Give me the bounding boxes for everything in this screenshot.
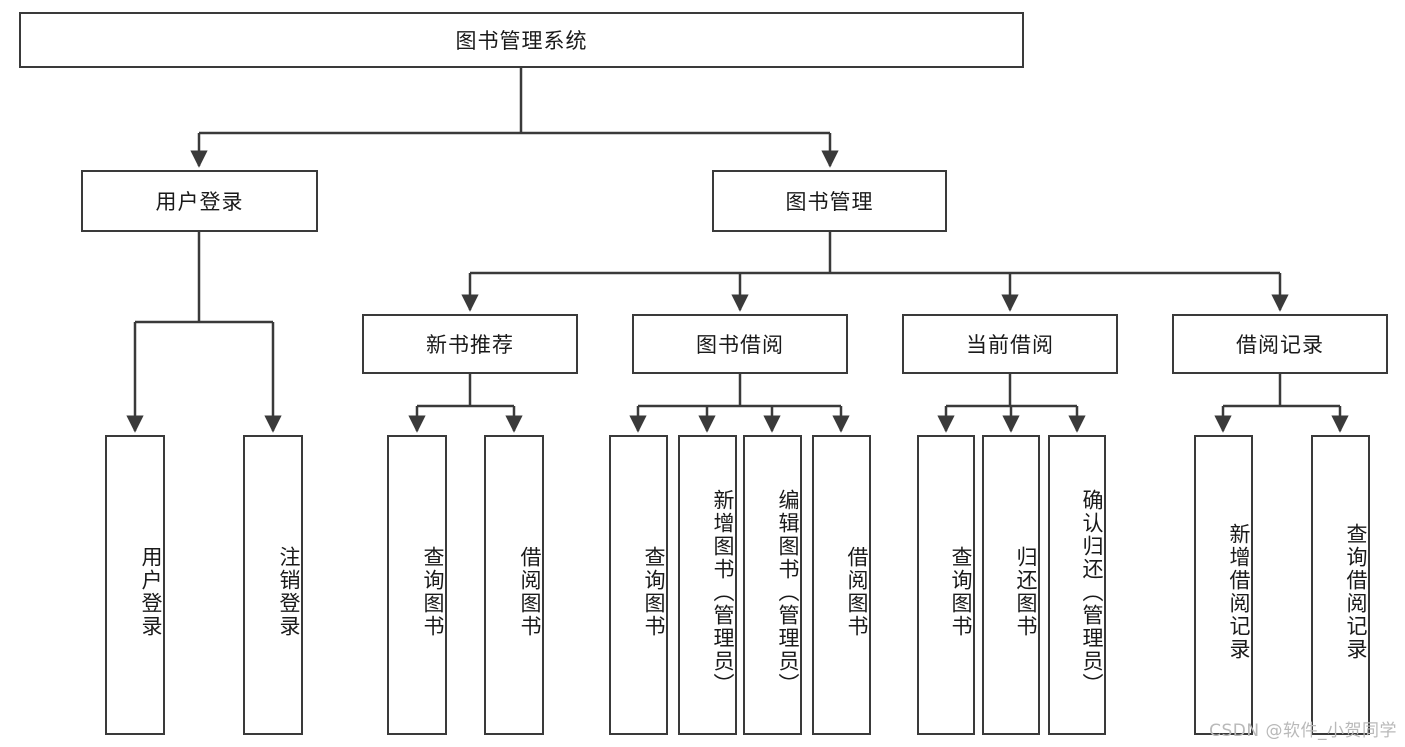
node-user-login-label: 用户登录 [155,190,244,214]
node-borrow-record[interactable]: 借阅记录 [1172,314,1388,374]
node-user-login[interactable]: 用户登录 [81,170,318,232]
leaf-edit-book-label: 编辑图书（管理员） [776,488,800,696]
node-book-manage[interactable]: 图书管理 [712,170,947,232]
leaf-query-record[interactable]: 查询借阅记录 [1311,435,1370,735]
node-borrow-record-label: 借阅记录 [1236,333,1324,357]
leaf-query-record-label: 查询借阅记录 [1344,523,1368,661]
leaf-add-book[interactable]: 新增图书（管理员） [678,435,737,735]
leaf-query-book-3-label: 查询图书 [949,546,973,638]
node-book-borrow-label: 图书借阅 [696,333,784,357]
node-new-book-recommend-label: 新书推荐 [426,333,514,357]
leaf-confirm-return-label: 确认归还（管理员） [1080,488,1104,696]
leaf-add-record-label: 新增借阅记录 [1227,523,1251,661]
leaf-borrow-book-1-label: 借阅图书 [518,546,542,638]
node-root-label: 图书管理系统 [455,29,588,53]
leaf-query-book-3[interactable]: 查询图书 [917,435,975,735]
leaf-query-book-1-label: 查询图书 [421,546,445,638]
leaf-logout-login[interactable]: 注销登录 [243,435,303,735]
node-current-borrow[interactable]: 当前借阅 [902,314,1118,374]
node-book-borrow[interactable]: 图书借阅 [632,314,848,374]
leaf-borrow-book-2-label: 借阅图书 [845,546,869,638]
node-book-manage-label: 图书管理 [785,190,874,214]
leaf-query-book-2-label: 查询图书 [642,546,666,638]
leaf-return-book[interactable]: 归还图书 [982,435,1040,735]
leaf-query-book-2[interactable]: 查询图书 [609,435,668,735]
leaf-return-book-label: 归还图书 [1014,546,1038,638]
csdn-watermark: CSDN @软件_小贺同学 [1209,721,1397,741]
leaf-add-record[interactable]: 新增借阅记录 [1194,435,1253,735]
leaf-borrow-book-1[interactable]: 借阅图书 [484,435,544,735]
node-root[interactable]: 图书管理系统 [19,12,1024,68]
leaf-logout-login-label: 注销登录 [277,546,301,638]
leaf-user-login-label: 用户登录 [139,546,163,638]
node-current-borrow-label: 当前借阅 [966,333,1054,357]
leaf-confirm-return[interactable]: 确认归还（管理员） [1048,435,1106,735]
leaf-add-book-label: 新增图书（管理员） [711,488,735,696]
node-new-book-recommend[interactable]: 新书推荐 [362,314,578,374]
leaf-user-login[interactable]: 用户登录 [105,435,165,735]
leaf-borrow-book-2[interactable]: 借阅图书 [812,435,871,735]
leaf-query-book-1[interactable]: 查询图书 [387,435,447,735]
leaf-edit-book[interactable]: 编辑图书（管理员） [743,435,802,735]
